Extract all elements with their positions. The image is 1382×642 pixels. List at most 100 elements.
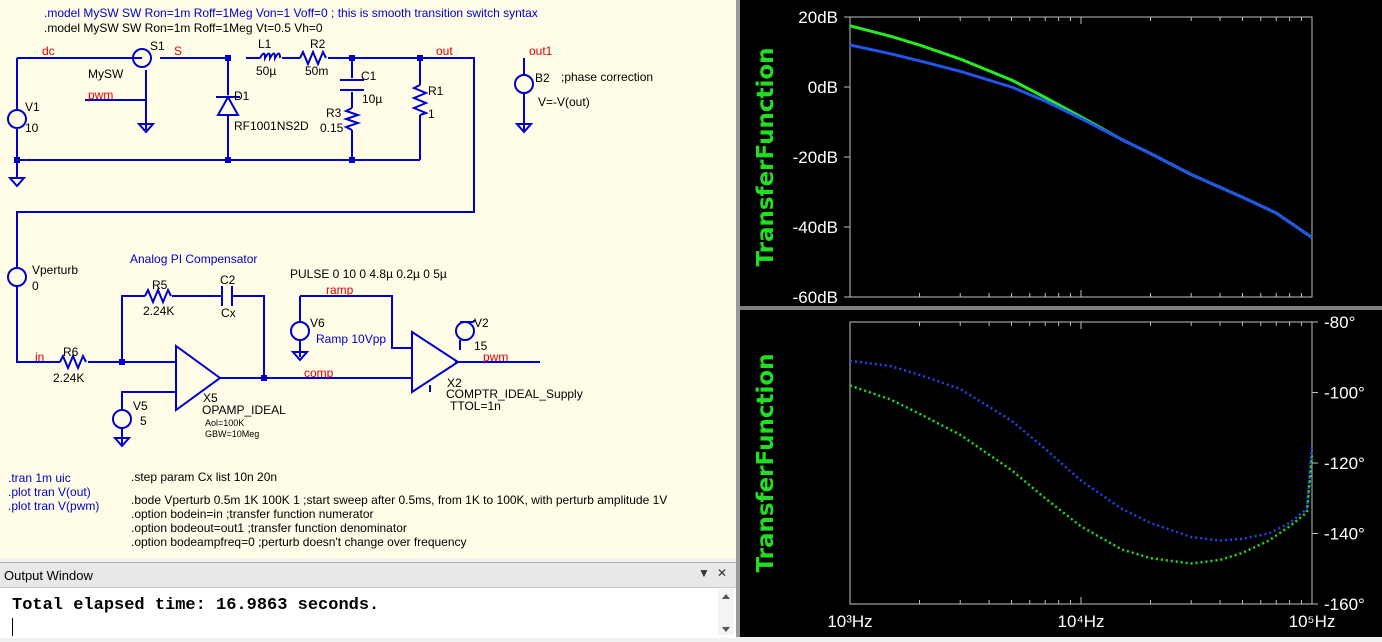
l1-value: 50µ [256,64,276,78]
x5-label: X5 [203,391,218,405]
y-tick-label: 20dB [798,8,838,27]
net-dc: dc [42,44,55,58]
r2-value: 50m [305,64,328,78]
y-axis-label: TransferFunction [753,353,779,572]
d1-value: RF1001NS2D [234,119,309,133]
y-tick-label: -140° [1324,525,1365,544]
v6-pulse: PULSE 0 10 0 4.8µ 0.2µ 0 5µ [290,267,447,281]
plot-pwm-directive[interactable]: .plot tran V(pwm) [8,499,99,513]
output-window: Output Window ▼ ✕ Total elapsed time: 16… [0,562,736,638]
v2-label: V2 [474,316,489,330]
r3-label: R3 [326,106,342,120]
scroll-down-icon[interactable] [722,627,730,632]
output-window-title: Output Window [4,568,93,583]
v6-value: Ramp 10Vpp [316,332,386,346]
d1-label: D1 [234,89,250,103]
s1-label: S1 [150,39,165,53]
y-tick-label: -160° [1324,595,1365,614]
x2-param-ttol: TTOL=1n [450,399,501,413]
close-icon[interactable]: ✕ [717,566,728,580]
c2-label: C2 [220,273,236,287]
v5-value: 5 [140,414,147,428]
y-tick-label: -120° [1324,454,1365,473]
net-out: out [436,44,453,58]
output-window-titlebar[interactable]: Output Window ▼ ✕ [0,563,736,588]
y-tick-label: -80° [1324,313,1355,332]
v6-label: V6 [310,316,325,330]
pane-splitter[interactable] [736,0,740,637]
r5-value: 2.24K [143,304,174,318]
s1-value: MySW [88,67,124,81]
option-bodeampfreq[interactable]: .option bodeampfreq=0 ;perturb doesn't c… [131,535,467,549]
vperturb-label: Vperturb [32,263,78,277]
c1-value: 10µ [362,92,382,106]
x5-param-aol: Aol=100K [205,418,244,428]
y-tick-label: -40dB [793,218,838,237]
net-pwm-out: pwm [483,350,508,364]
component-labels: V1 10 S1 MySW D1 RF1001NS2D L1 50µ R2 50… [25,37,653,439]
y-tick-label: -20dB [793,148,838,167]
r5-label: R5 [152,278,168,292]
series-line-2 [849,43,1313,239]
b2-comment: ;phase correction [561,70,653,84]
x5-param-gbw: GBW=10Meg [205,429,259,439]
compensator-label: Analog PI Compensator [130,252,257,266]
net-labels: dc S out out1 pwm ramp comp in pwm [35,44,553,380]
vperturb-value: 0 [32,279,39,293]
scroll-up-icon[interactable] [722,594,730,599]
b2-value: V=-V(out) [538,95,590,109]
x-tick-label: 10⁵Hz [1289,612,1336,631]
x2-value: COMPTR_IDEAL_Supply [446,387,583,401]
net-ramp: ramp [326,283,354,297]
tran-directive[interactable]: .tran 1m uic [8,471,71,485]
r1-value: 1 [428,107,435,121]
phase-chart[interactable]: -80° -100° -120° -140° -160° 10³Hz 10⁴Hz 10⁵Hz T… [740,310,1382,637]
net-comp: comp [304,366,334,380]
x2-label: X2 [447,376,462,390]
net-in: in [35,350,44,364]
v1-value: 10 [25,121,39,135]
x-tick-label: 10³Hz [827,612,872,631]
phase-plot-pane[interactable]: -80° -100° -120° -140° -160° 10³Hz 10⁴Hz 10⁵Hz T… [740,310,1382,637]
c2-value: Cx [221,306,236,320]
schematic-canvas[interactable]: V1 10 S1 MySW D1 RF1001NS2D L1 50µ R2 50… [0,0,736,558]
y-tick-label: -60dB [793,288,838,306]
r1-label: R1 [428,84,444,98]
r3-value: 0.15 [320,121,344,135]
r6-label: R6 [63,345,79,359]
series-line-1 [849,359,1314,542]
minimize-icon[interactable]: ▼ [698,566,710,580]
l1-label: L1 [258,37,272,51]
series-line-2 [849,384,1314,565]
y-axis-label: TransferFunction [753,47,779,266]
v5-label: V5 [133,399,148,413]
text-cursor [12,618,13,636]
schematic-editor[interactable]: V1 10 S1 MySW D1 RF1001NS2D L1 50µ R2 50… [0,0,736,558]
net-out1: out1 [529,44,553,58]
b2-label: B2 [535,71,550,85]
bode-directive[interactable]: .bode Vperturb 0.5m 1K 100K 1 ;start swe… [131,493,667,507]
net-pwm-in: pwm [88,88,113,102]
plot-pane-splitter[interactable] [740,306,1382,310]
step-directive[interactable]: .step param Cx list 10n 20n [131,470,277,484]
series-line-1 [849,24,1313,239]
r6-value: 2.24K [53,371,84,385]
c1-label: C1 [361,69,377,83]
output-log-text[interactable]: Total elapsed time: 16.9863 seconds. [12,596,380,615]
v1-label: V1 [25,100,40,114]
x-tick-label: 10⁴Hz [1058,612,1105,631]
model-directive-1[interactable]: .model MySW SW Ron=1m Roff=1Meg Von=1 Vo… [44,6,538,20]
spice-directives: .model MySW SW Ron=1m Roff=1Meg Von=1 Vo… [8,6,667,549]
plot-frame [849,16,1313,298]
output-scrollbar[interactable] [718,589,734,635]
x5-value: OPAMP_IDEAL [202,403,286,417]
model-directive-2[interactable]: .model MySW SW Ron=1m Roff=1Meg Vt=0.5 V… [44,21,323,35]
plot-frame [849,321,1313,605]
y-tick-label: -100° [1324,384,1365,403]
option-bodein[interactable]: .option bodein=in ;transfer function num… [131,507,373,521]
option-bodeout[interactable]: .option bodeout=out1 ;transfer function … [131,521,407,535]
net-s: S [174,44,182,58]
plot-out-directive[interactable]: .plot tran V(out) [8,485,91,499]
